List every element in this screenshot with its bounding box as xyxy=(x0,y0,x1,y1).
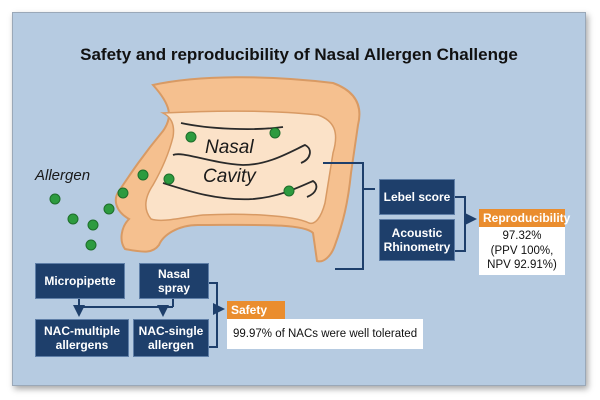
safety-result-box: 99.97% of NACs were well tolerated xyxy=(227,319,423,349)
diagram-frame: Safety and reproducibility of Nasal Alle… xyxy=(12,12,586,386)
allergen-particle xyxy=(87,219,99,231)
reproducibility-label-box: Reproducibility xyxy=(479,209,570,227)
nac-multiple-label-line2: allergens xyxy=(55,338,109,352)
reproducibility-ppv: (PPV 100%, xyxy=(490,244,554,257)
allergen-particle xyxy=(269,127,281,139)
lebel-score-label: Lebel score xyxy=(383,189,451,204)
allergen-particle xyxy=(67,213,79,225)
allergen-particle xyxy=(185,131,197,143)
micropipette-label: Micropipette xyxy=(44,273,116,288)
nasal-spray-box: Nasal spray xyxy=(139,263,209,299)
acoustic-rhinometry-box: Acoustic Rhinometry xyxy=(379,219,455,261)
nasal-spray-label-line1: Nasal xyxy=(157,266,191,281)
turbinate-middle xyxy=(172,143,311,166)
nasal-label: Nasal xyxy=(205,137,254,158)
allergen-particle xyxy=(283,185,295,197)
allergen-particle xyxy=(117,187,129,199)
acoustic-label-line2: Rhinometry xyxy=(383,240,451,254)
reproducibility-label: Reproducibility xyxy=(483,211,571,225)
diagram-title: Safety and reproducibility of Nasal Alle… xyxy=(80,45,518,64)
safety-label: Safety xyxy=(231,303,268,317)
micropipette-box: Micropipette xyxy=(35,263,125,299)
allergen-particle xyxy=(49,193,61,205)
safety-result-text: 99.97% of NACs were well tolerated xyxy=(233,327,418,340)
nac-single-box: NAC-single allergen xyxy=(133,319,209,357)
allergen-particle xyxy=(103,203,115,215)
allergen-label: Allergen xyxy=(35,167,91,184)
nac-single-label-line2: allergen xyxy=(147,338,195,352)
allergen-particle xyxy=(137,169,149,181)
reproducibility-value: 97.32% xyxy=(502,230,542,243)
nac-multiple-label-line1: NAC-multiple xyxy=(44,323,120,338)
reproducibility-result-box: 97.32% (PPV 100%, NPV 92.91%) xyxy=(479,227,565,275)
cavity-label: Cavity xyxy=(203,166,256,187)
reproducibility-npv: NPV 92.91%) xyxy=(487,259,557,272)
allergen-particle xyxy=(85,239,97,251)
allergen-particles xyxy=(49,127,295,251)
nasal-cavity-illustration xyxy=(49,76,361,263)
nac-single-label-line1: NAC-single xyxy=(138,323,204,338)
acoustic-label-line1: Acoustic xyxy=(391,225,443,240)
safety-label-box: Safety xyxy=(227,301,285,319)
allergen-particle xyxy=(163,173,175,185)
nac-multiple-box: NAC-multiple allergens xyxy=(35,319,129,357)
lebel-score-box: Lebel score xyxy=(379,179,455,215)
turbinate-lower xyxy=(162,179,318,201)
nasal-spray-label-line2: spray xyxy=(157,281,191,295)
